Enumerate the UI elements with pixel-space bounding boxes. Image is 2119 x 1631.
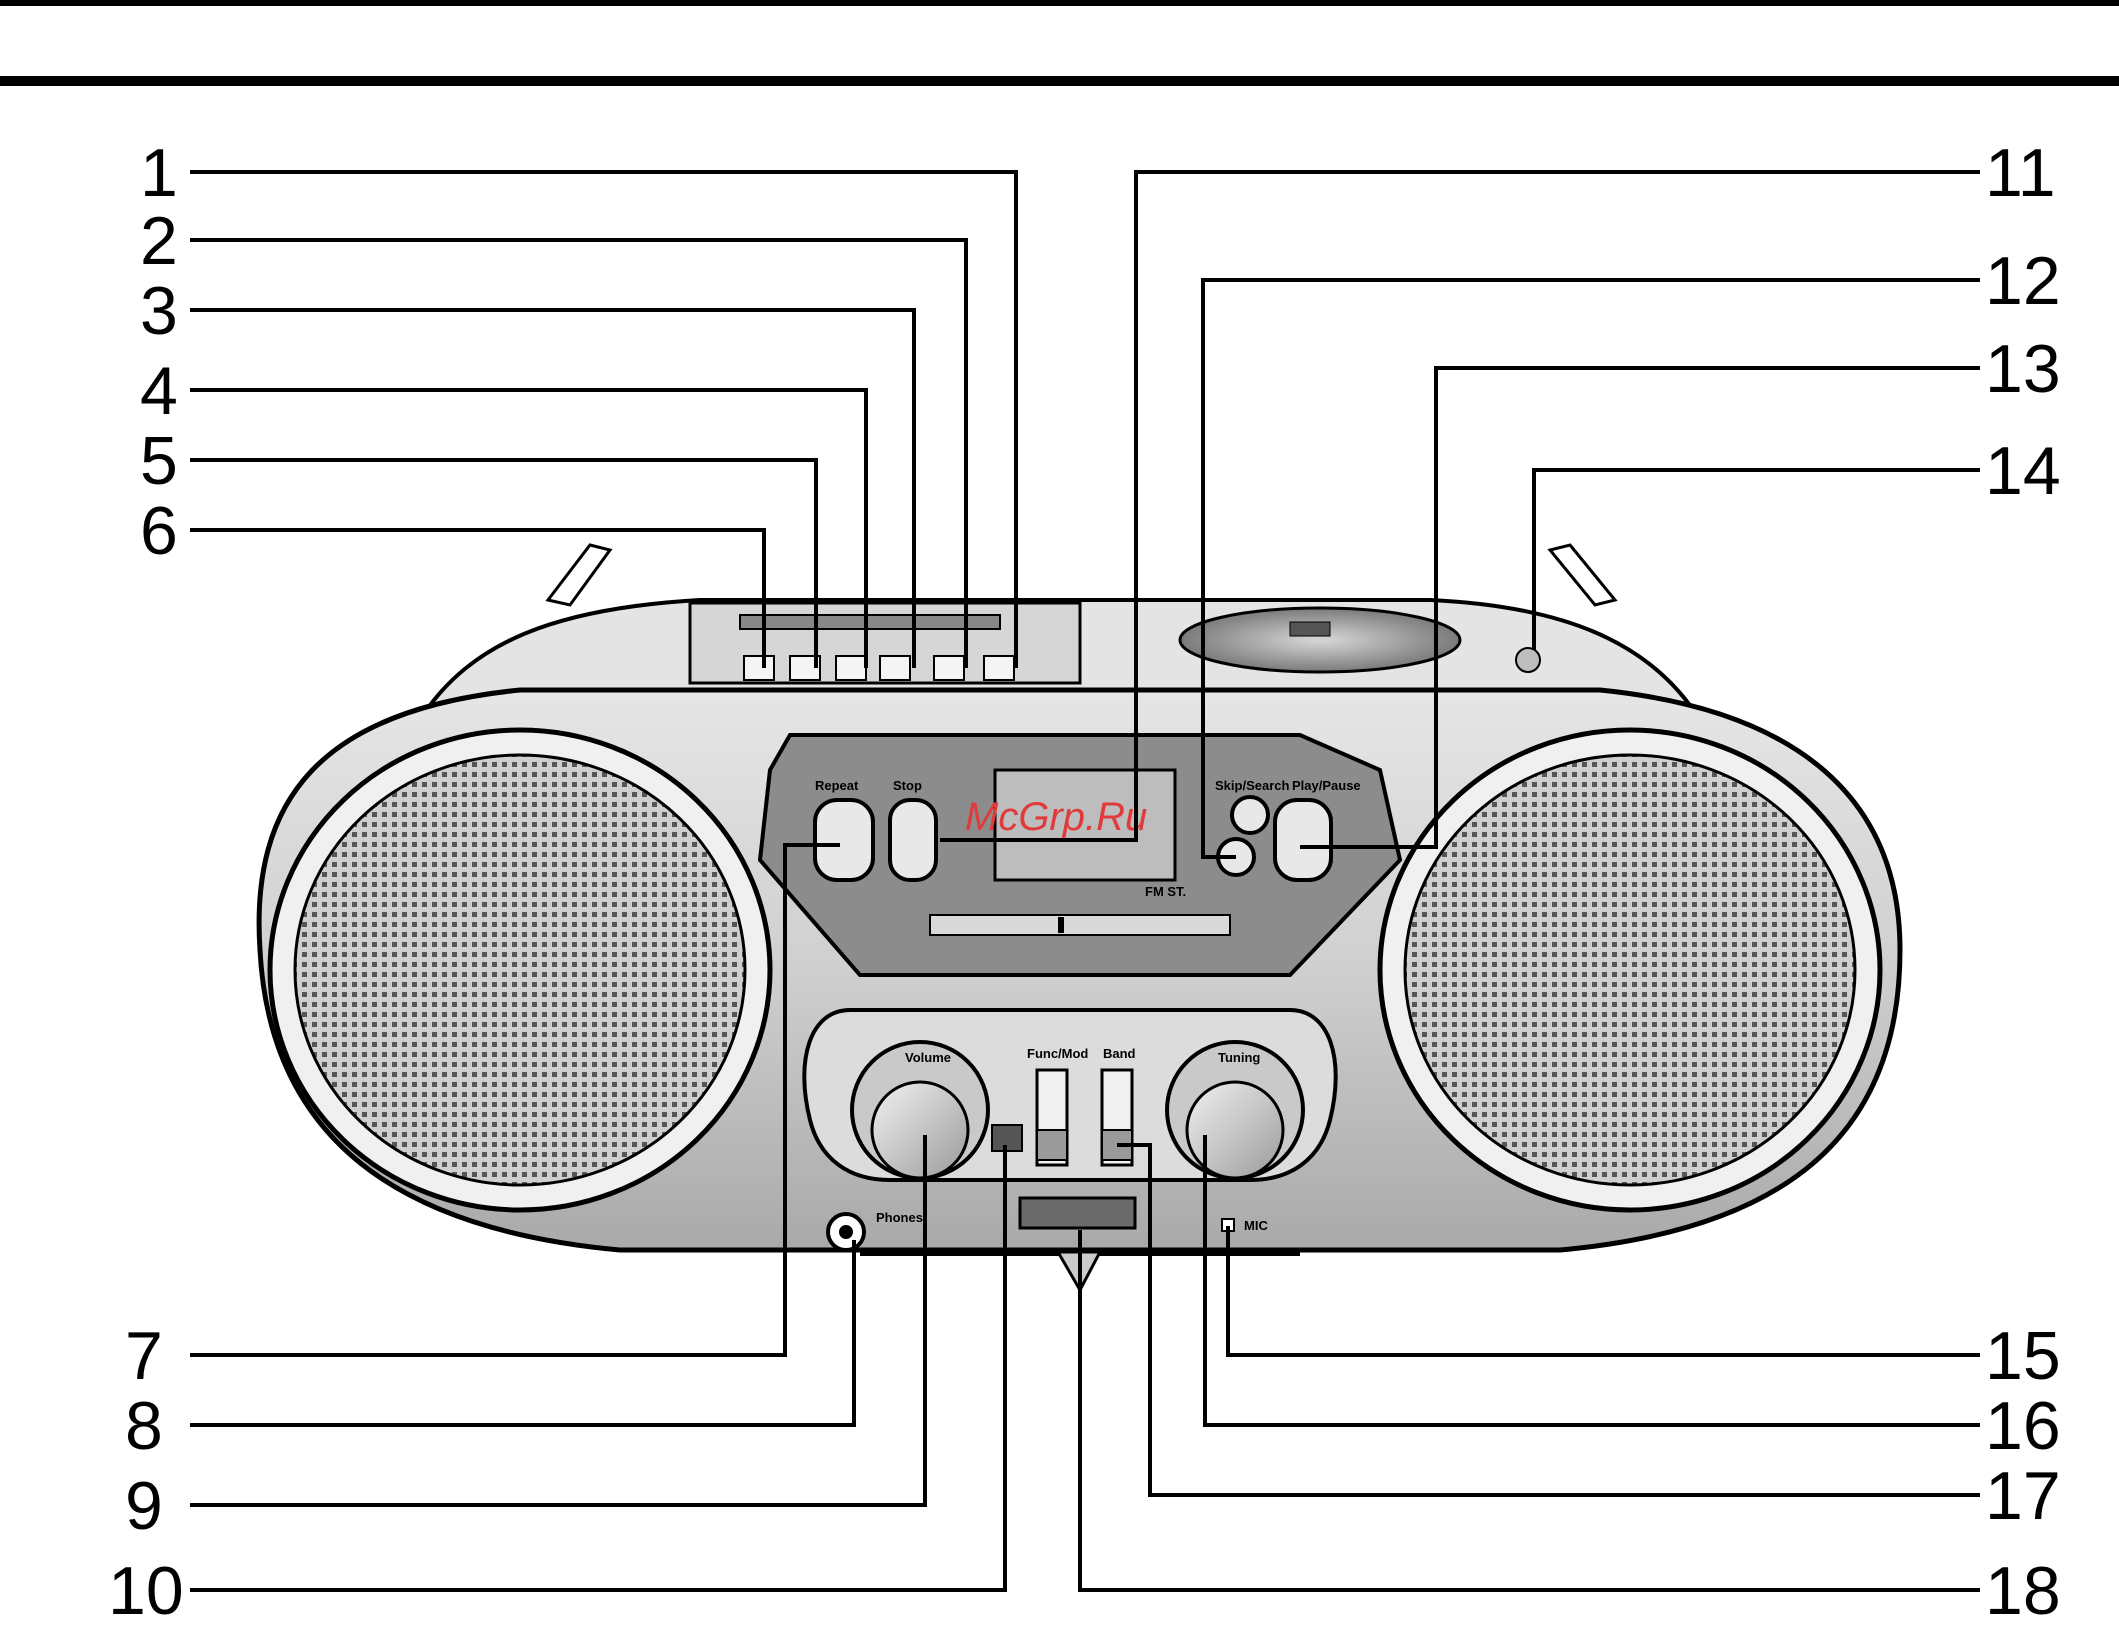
- phones-label: Phones: [876, 1210, 923, 1225]
- callout-15: 15: [1985, 1318, 2061, 1394]
- function-label: Func/Mod: [1027, 1046, 1088, 1061]
- card-slot[interactable]: [1020, 1198, 1135, 1228]
- stop-label: Stop: [893, 778, 922, 793]
- callout-11: 11: [1985, 135, 2056, 211]
- top-border-thick: [0, 76, 2119, 86]
- callout-9: 9: [125, 1468, 163, 1544]
- skip-search-label: Skip/Search: [1215, 778, 1289, 793]
- callout-2: 2: [140, 203, 178, 279]
- callout-6: 6: [140, 493, 178, 569]
- play-pause-button[interactable]: [1275, 800, 1331, 880]
- sensor-dot: [1516, 648, 1540, 672]
- callout-14: 14: [1985, 433, 2061, 509]
- fm-st-indicator: FM ST.: [1145, 884, 1186, 899]
- callout-1: 1: [140, 135, 178, 211]
- leader-8: [190, 1240, 854, 1425]
- cassette-key-1[interactable]: [984, 656, 1014, 680]
- handle-left: [548, 545, 610, 605]
- callout-13: 13: [1985, 331, 2061, 407]
- band-switch[interactable]: [1102, 1070, 1132, 1165]
- callout-18: 18: [1985, 1553, 2061, 1629]
- play-pause-label: Play/Pause: [1292, 778, 1361, 793]
- skip-forward-button[interactable]: [1232, 797, 1268, 833]
- repeat-button[interactable]: [815, 800, 873, 880]
- tuning-pointer: [1058, 917, 1064, 933]
- speaker-right: [1380, 730, 1880, 1210]
- volume-label: Volume: [905, 1050, 951, 1065]
- cassette-key-4[interactable]: [836, 656, 866, 680]
- callout-3: 3: [140, 273, 178, 349]
- cd-open-tab[interactable]: [1290, 622, 1330, 636]
- top-border-thin: [0, 0, 2119, 6]
- leader-1: [190, 172, 1016, 668]
- cd-lid[interactable]: [1180, 608, 1460, 672]
- callout-8: 8: [125, 1388, 163, 1464]
- phones-jack[interactable]: [828, 1214, 864, 1250]
- leader-18: [1080, 1230, 1980, 1590]
- callout-16: 16: [1985, 1388, 2061, 1464]
- callout-7: 7: [125, 1318, 163, 1394]
- repeat-label: Repeat: [815, 778, 859, 793]
- tuning-scale: [930, 915, 1230, 935]
- function-switch[interactable]: [1037, 1070, 1067, 1165]
- cassette-window: [740, 615, 1000, 629]
- cassette-key-2[interactable]: [934, 656, 964, 680]
- callout-12: 12: [1985, 243, 2061, 319]
- speaker-left: [270, 730, 770, 1210]
- callout-4: 4: [140, 353, 178, 429]
- leader-14: [1534, 470, 1980, 650]
- tuning-label: Tuning: [1218, 1050, 1260, 1065]
- cassette-key-3[interactable]: [880, 656, 910, 680]
- callout-10: 10: [108, 1553, 184, 1629]
- handle-right: [1550, 545, 1615, 605]
- cassette-key-6[interactable]: [744, 656, 774, 680]
- stop-button[interactable]: [890, 800, 936, 880]
- callout-17: 17: [1985, 1458, 2061, 1534]
- boombox: Repeat Stop Skip/Search Play/Pause FM ST…: [259, 545, 1900, 1290]
- band-label: Band: [1103, 1046, 1136, 1061]
- watermark: McGrp.Ru: [965, 795, 1147, 839]
- callout-5: 5: [140, 423, 178, 499]
- mic-label: MIC: [1244, 1218, 1268, 1233]
